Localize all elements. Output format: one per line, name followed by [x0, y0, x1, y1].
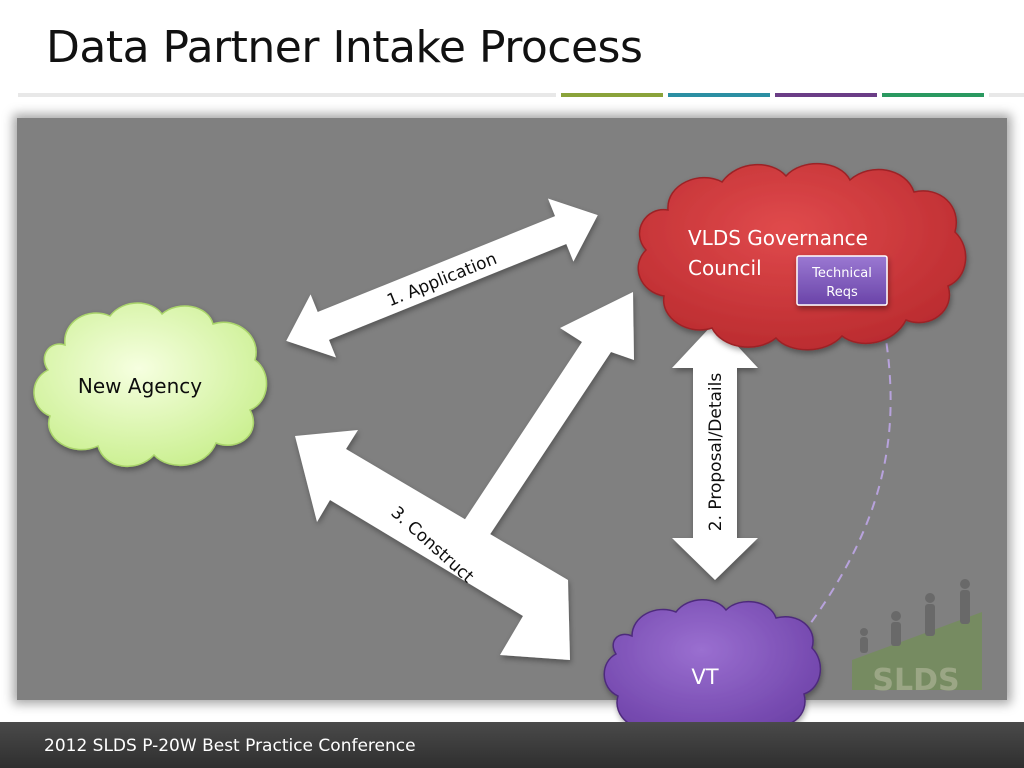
- title-rule-end: [989, 93, 1024, 97]
- new-agency-label: New Agency: [78, 374, 202, 398]
- vlds-label-line1: VLDS Governance: [688, 226, 868, 250]
- title-rule-purple: [775, 93, 877, 97]
- technical-reqs-line1: Technical: [811, 266, 872, 281]
- technical-reqs-line2: Reqs: [826, 285, 858, 300]
- dashed-connector: [784, 295, 892, 658]
- arrow-construct: 3. Construct: [295, 292, 634, 660]
- slds-logo-text: SLDS: [872, 663, 959, 698]
- title-rule-gray: [18, 93, 556, 97]
- vt-cloud: VT: [603, 599, 822, 745]
- footer-text: 2012 SLDS P-20W Best Practice Conference: [44, 736, 416, 756]
- footer-bar: [0, 722, 1024, 768]
- arrow-proposal-label: 2. Proposal/Details: [706, 373, 726, 532]
- title-rule-teal: [668, 93, 770, 97]
- slide-title: Data Partner Intake Process: [46, 22, 643, 73]
- vt-label: VT: [691, 665, 718, 689]
- arrow-application: 1. Application: [286, 198, 598, 358]
- title-rule-green: [561, 93, 663, 97]
- slds-logo: SLDS: [852, 579, 982, 698]
- title-rule-darkgreen: [882, 93, 984, 97]
- arrow-proposal: 2. Proposal/Details: [672, 322, 758, 580]
- vlds-label-line2: Council: [688, 256, 762, 280]
- new-agency-cloud: New Agency: [33, 302, 268, 468]
- technical-reqs-box: Technical Reqs: [796, 255, 888, 306]
